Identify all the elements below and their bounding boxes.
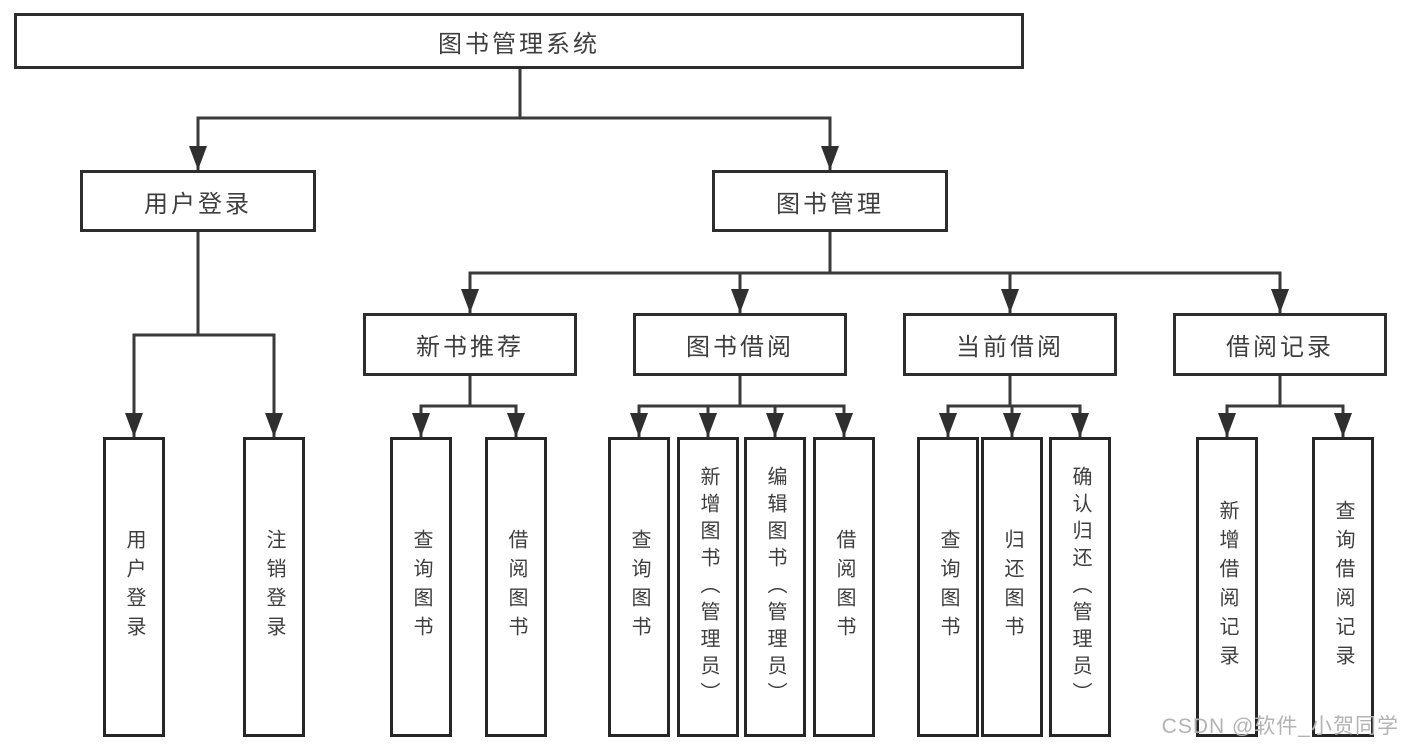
node-root: 图书管理系统 — [14, 13, 1024, 69]
leaf-query-borrow-record: 查询借阅记录 — [1312, 437, 1374, 737]
leaf-query-books-recommend: 查询图书 — [390, 437, 452, 737]
leaf-query-books-current: 查询图书 — [917, 437, 979, 737]
edges-new-book-children — [412, 376, 525, 437]
leaf-confirm-return-admin: 确认归还（管理员） — [1049, 437, 1111, 737]
leaf-user-login: 用户登录 — [103, 437, 165, 737]
edges-book-management-children — [461, 232, 1289, 313]
node-book-borrow: 图书借阅 — [633, 313, 847, 376]
node-current-borrow: 当前借阅 — [903, 313, 1117, 376]
leaf-edit-book-admin: 编辑图书（管理员） — [744, 437, 806, 737]
edges-user-login-children — [125, 232, 283, 437]
edges-borrow-records-children — [1218, 376, 1352, 437]
node-new-book-recommend: 新书推荐 — [363, 313, 577, 376]
node-user-login: 用户登录 — [80, 170, 316, 232]
leaf-logout: 注销登录 — [243, 437, 305, 737]
leaf-borrow-books: 借阅图书 — [813, 437, 875, 737]
watermark: CSDN @软件_小贺同学 — [1161, 715, 1399, 738]
node-borrow-records: 借阅记录 — [1173, 313, 1387, 376]
leaf-borrow-books-recommend: 借阅图书 — [485, 437, 547, 737]
node-book-management: 图书管理 — [712, 170, 948, 232]
leaf-return-book: 归还图书 — [981, 437, 1043, 737]
edges-current-borrow-children — [939, 376, 1089, 437]
leaf-add-borrow-record: 新增借阅记录 — [1196, 437, 1258, 737]
edges-book-borrow-children — [630, 376, 853, 437]
leaf-query-books-borrow: 查询图书 — [608, 437, 670, 737]
edges-root-to-level2 — [189, 69, 839, 170]
leaf-add-book-admin: 新增图书（管理员） — [677, 437, 739, 737]
